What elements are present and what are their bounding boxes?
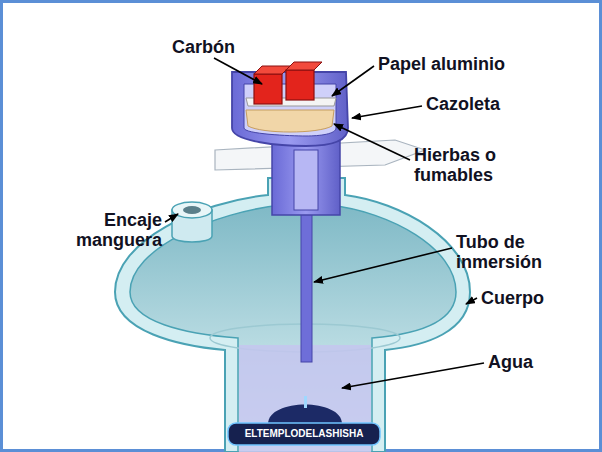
body-outer bbox=[115, 178, 470, 452]
stem-bore bbox=[294, 150, 318, 210]
hose-port-hole bbox=[183, 206, 201, 214]
part-label: Tubo de inmersión bbox=[456, 232, 584, 272]
watermark-logo bbox=[228, 396, 380, 445]
tobacco bbox=[246, 110, 334, 132]
part-label: Papel aluminio bbox=[378, 54, 548, 74]
part-label: Cuerpo bbox=[481, 288, 571, 308]
part-label: Cazoleta bbox=[426, 94, 536, 114]
coals bbox=[254, 62, 322, 104]
hose-port-top bbox=[172, 202, 212, 218]
part-label: Carbón bbox=[172, 37, 262, 57]
body-cavity bbox=[130, 205, 456, 452]
part-label: Agua bbox=[488, 352, 568, 372]
watermark: ELTEMPLODELASHISHA bbox=[228, 427, 380, 441]
part-label: Encaje manguera bbox=[40, 210, 162, 250]
part-label: Hierbas o fumables bbox=[414, 145, 526, 185]
bowl-stem bbox=[272, 140, 340, 215]
